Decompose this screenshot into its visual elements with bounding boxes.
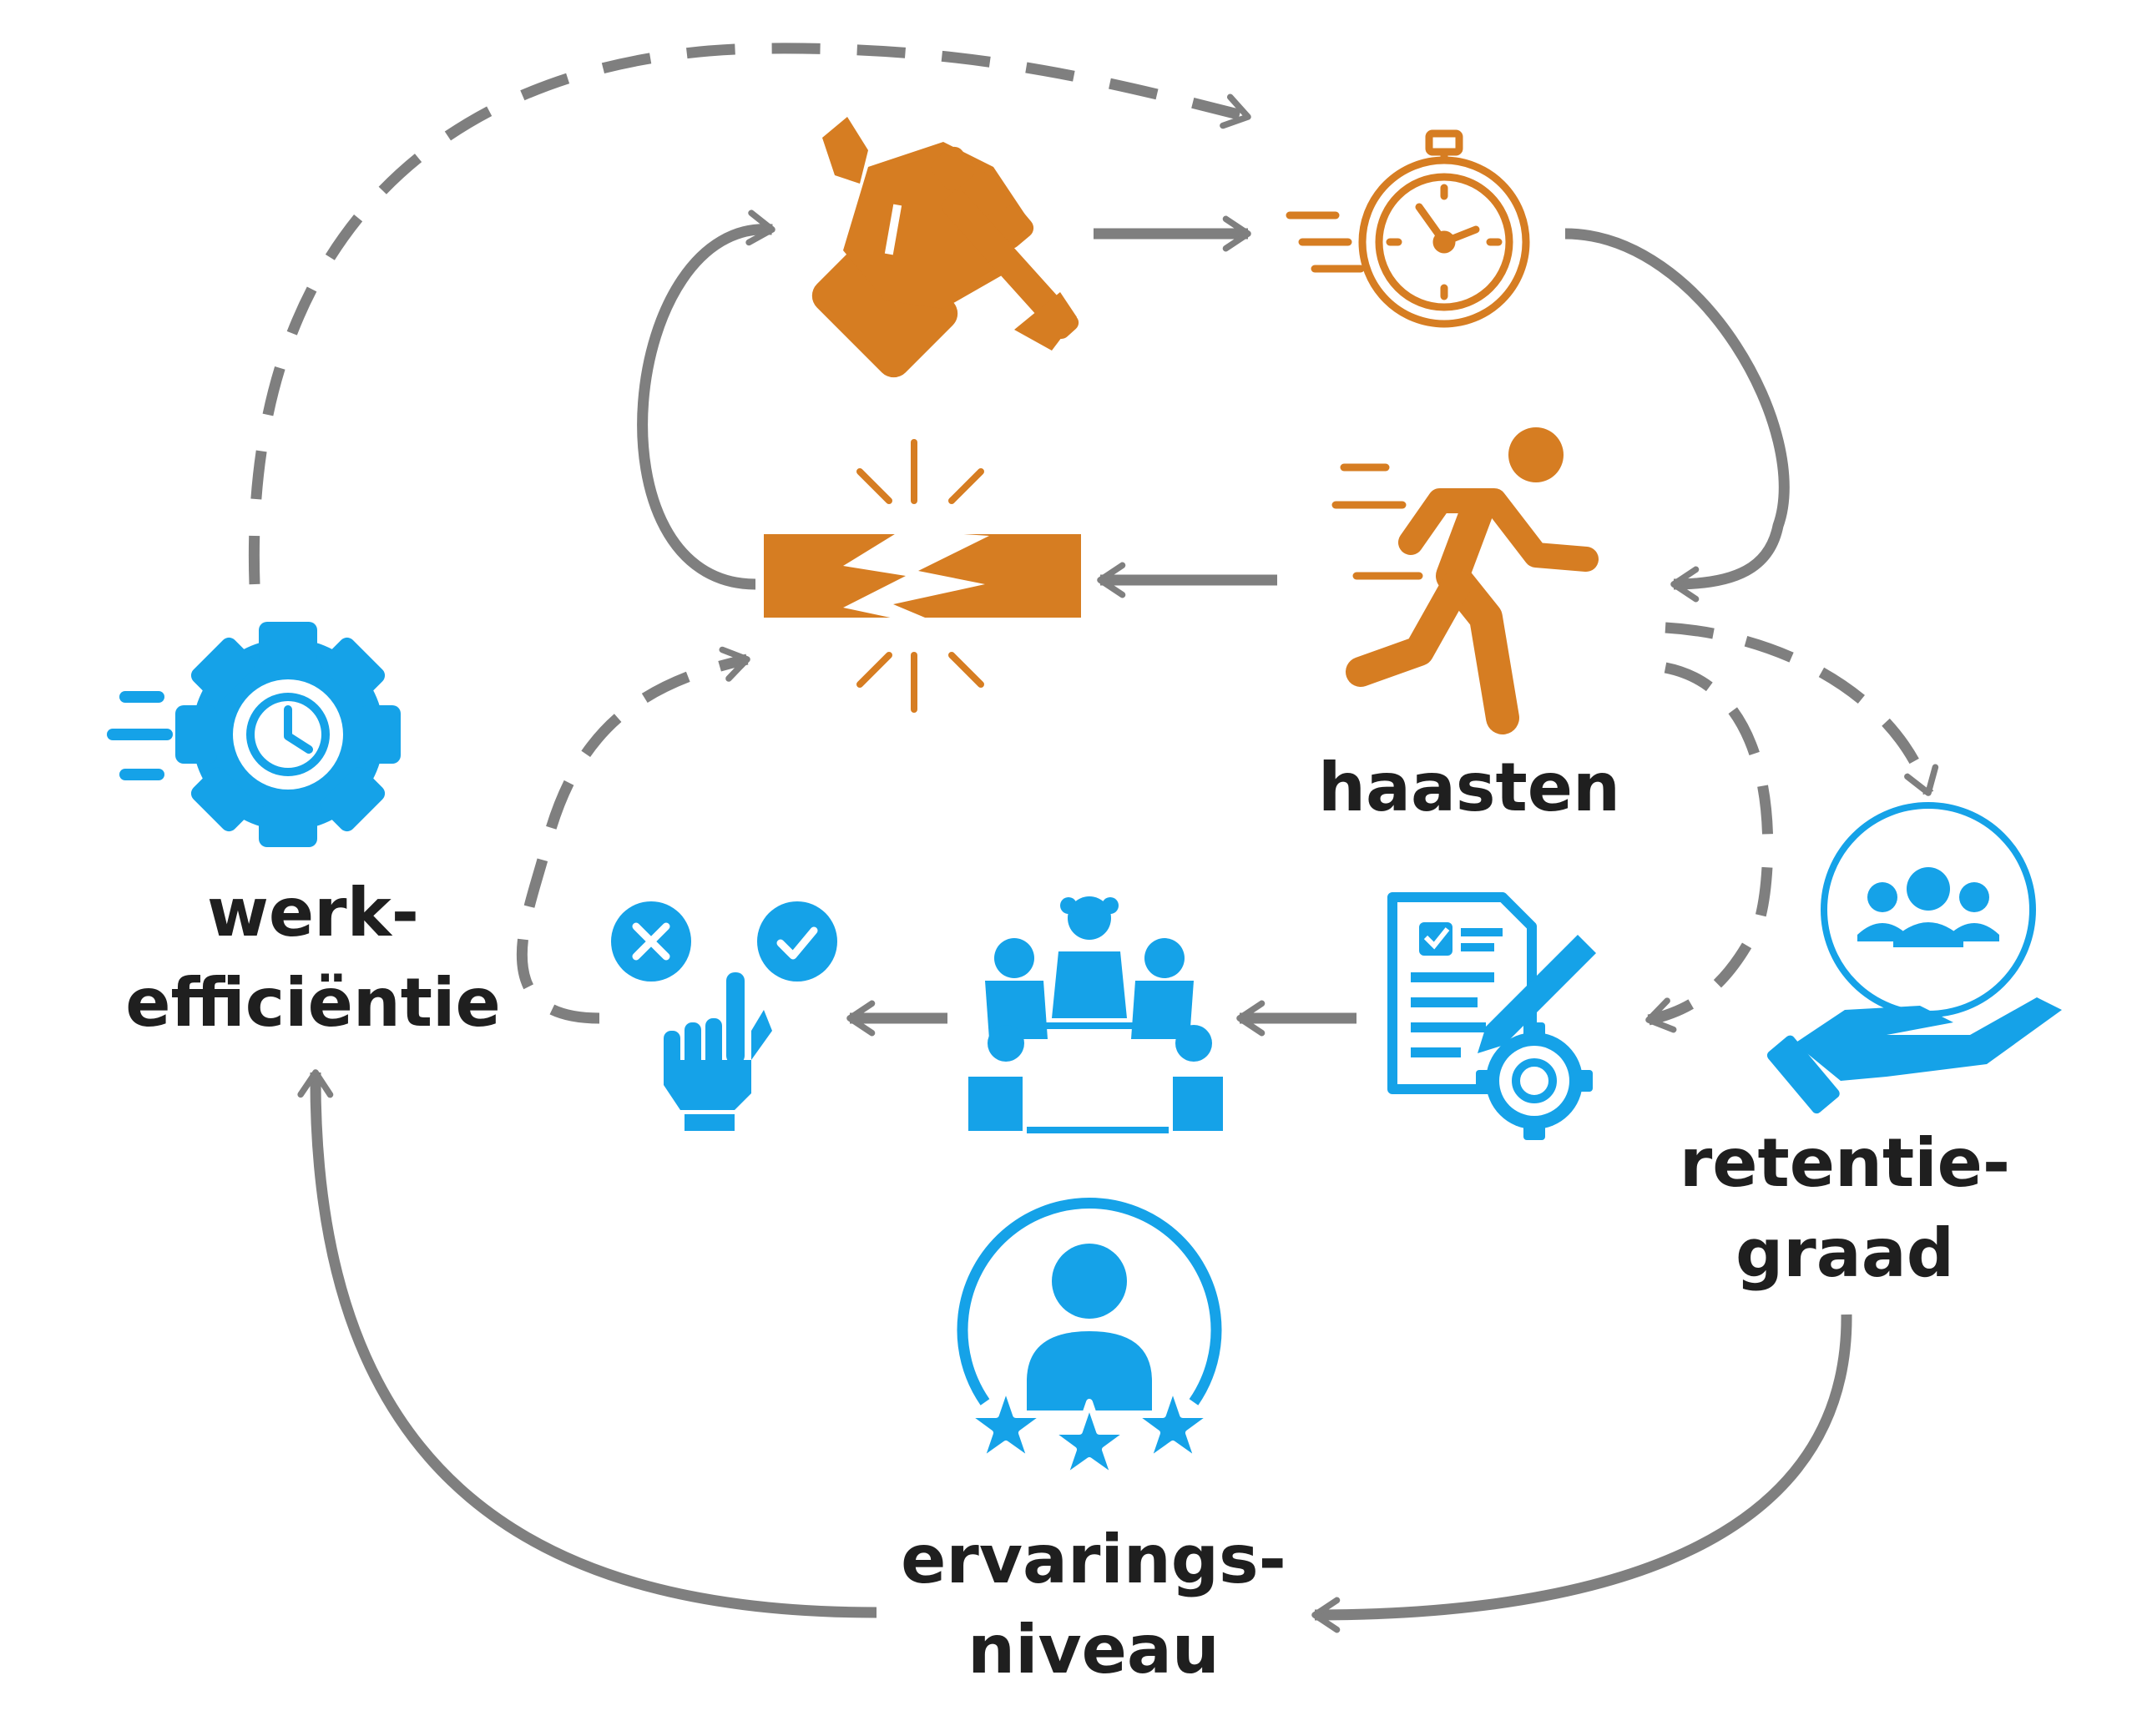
node-label-ervaringsniveau: ervarings- niveau <box>860 1515 1327 1695</box>
dashed-arrow-runner-to-retention <box>1665 622 1939 796</box>
dashed-arrow-decision-to-plank <box>516 646 750 1024</box>
stopwatch-icon <box>1286 129 1530 328</box>
arrow-experience-to-efficiency <box>297 1069 877 1618</box>
hand-team-cycle-icon <box>1766 802 2062 1114</box>
arrow-retention-to-experience <box>1311 1314 1852 1633</box>
broken-plank-icon <box>764 439 1081 713</box>
node-label-werk-efficientie: werk- efficiëntie <box>88 868 538 1048</box>
arrow-plank-to-fist <box>637 209 775 590</box>
connectors <box>248 43 1939 1633</box>
decision-hand-icon <box>611 901 837 1131</box>
node-label-haasten: haasten <box>1281 743 1657 833</box>
dashed-arrow-runner-to-checklist <box>1645 662 1774 1033</box>
ervaringsniveau-label-line2: niveau <box>967 1611 1220 1688</box>
retentiegraad-label-line2: graad <box>1735 1214 1954 1292</box>
arrow-stopwatch-to-runner <box>1564 228 1790 603</box>
person-rating-stars-icon <box>957 1198 1222 1482</box>
fist-wrench-icon <box>811 117 1079 378</box>
retentiegraad-label-line1: retentie- <box>1679 1124 2011 1202</box>
ervaringsniveau-label-line1: ervarings- <box>901 1521 1286 1598</box>
haasten-label: haasten <box>1318 749 1620 826</box>
werk-efficientie-label-line1: werk- <box>206 874 420 951</box>
werk-efficientie-label-line2: efficiëntie <box>125 964 501 1042</box>
gear-clock-icon <box>107 622 401 847</box>
running-person-icon <box>1331 427 1599 734</box>
checklist-pencil-gear-icon <box>1387 892 1596 1140</box>
node-label-retentiegraad: retentie- graad <box>1653 1118 2037 1299</box>
team-meeting-icon <box>968 896 1223 1133</box>
dashed-arrow-efficiency-to-stopwatch <box>248 43 1251 585</box>
